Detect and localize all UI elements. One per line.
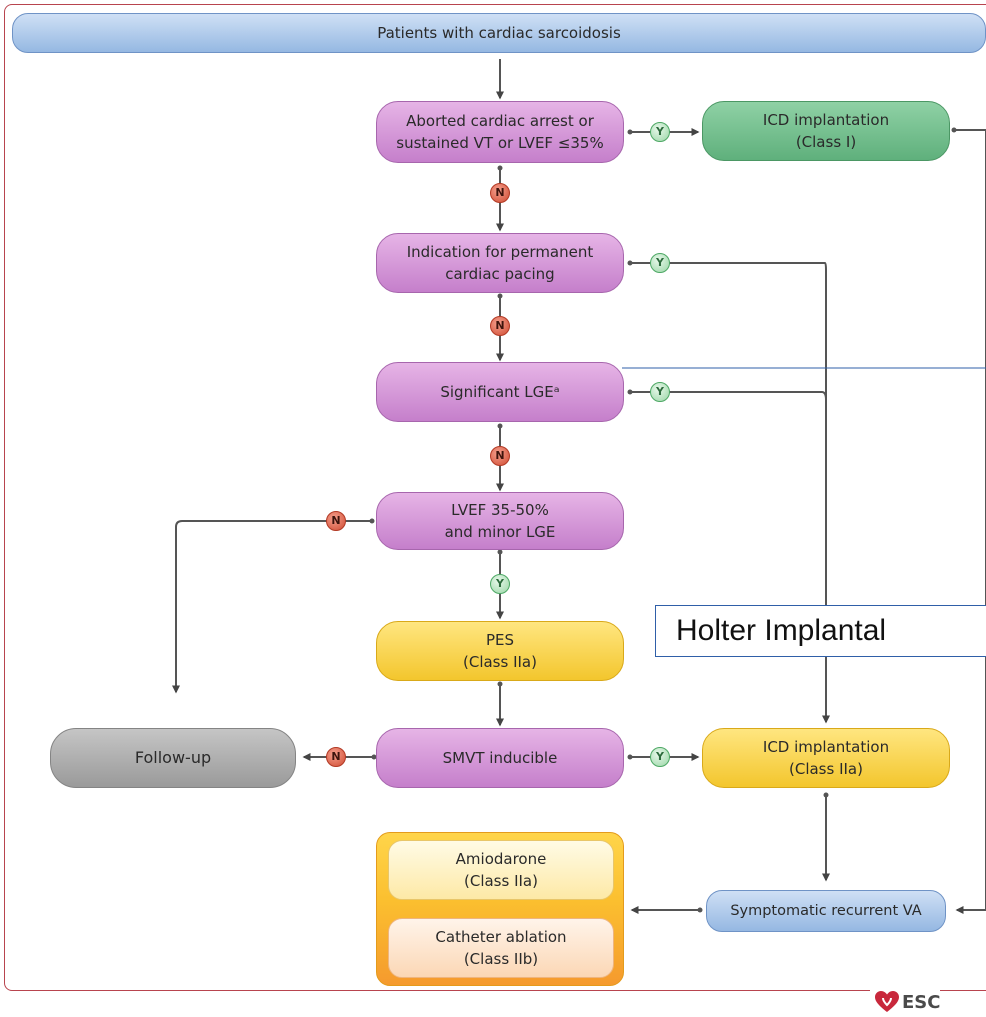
pacing-decision: Indication for permanent cardiac pacing bbox=[376, 233, 624, 293]
lvef-decision: LVEF 35-50% and minor LGE bbox=[376, 492, 624, 550]
pes-node: PES (Class IIa) bbox=[376, 621, 624, 681]
connector-dot bbox=[497, 423, 503, 429]
connector-pacing-yes bbox=[630, 262, 830, 724]
connector-dot bbox=[497, 293, 503, 299]
connector-dot bbox=[951, 127, 957, 133]
start-node-label: Patients with cardiac sarcoidosis bbox=[377, 24, 621, 42]
diagram-frame bbox=[4, 4, 986, 991]
yes-badge: Y bbox=[490, 574, 510, 594]
no-badge: N bbox=[490, 316, 510, 336]
overlay-text: Holter Implantal bbox=[676, 614, 887, 647]
lge-label: Significant LGEᵃ bbox=[440, 383, 560, 401]
connector-dot bbox=[497, 165, 503, 171]
no-badge: N bbox=[490, 446, 510, 466]
heart-icon bbox=[875, 991, 899, 1012]
yes-badge: Y bbox=[650, 253, 670, 273]
connector-dot bbox=[627, 129, 633, 135]
followup-node: Follow-up bbox=[50, 728, 296, 788]
smvt-decision: SMVT inducible bbox=[376, 728, 624, 788]
connector-dot bbox=[497, 549, 503, 555]
connector-lge-yes bbox=[630, 391, 827, 445]
aborted-arrest-decision: Aborted cardiac arrest or sustained VT o… bbox=[376, 101, 624, 163]
connector-dot bbox=[627, 389, 633, 395]
amiodarone-node: Amiodarone (Class IIa) bbox=[388, 840, 614, 900]
connector-dot bbox=[627, 754, 633, 760]
connector-dot bbox=[697, 907, 703, 913]
connector-lvef-no bbox=[172, 520, 372, 694]
pacing-label: Indication for permanent cardiac pacing bbox=[406, 243, 594, 283]
followup-label: Follow-up bbox=[134, 748, 212, 767]
connector-icd1-to-symptomatic bbox=[954, 129, 986, 914]
aborted-arrest-label: Aborted cardiac arrest or sustained VT o… bbox=[396, 112, 604, 152]
no-badge: N bbox=[490, 183, 510, 203]
yes-badge: Y bbox=[650, 382, 670, 402]
smvt-label: SMVT inducible bbox=[442, 749, 558, 767]
connector-dot bbox=[627, 260, 633, 266]
amiodarone-label: Amiodarone (Class IIa) bbox=[455, 850, 547, 890]
yes-badge: Y bbox=[650, 747, 670, 767]
connector-dot bbox=[823, 792, 829, 798]
lvef-label: LVEF 35-50% and minor LGE bbox=[444, 501, 556, 541]
connector-dot bbox=[369, 518, 375, 524]
lge-decision: Significant LGEᵃ bbox=[376, 362, 624, 422]
icd-class1-label: ICD implantation (Class I) bbox=[762, 111, 890, 151]
esc-logo: ESC bbox=[870, 989, 941, 1015]
no-badge: N bbox=[326, 511, 346, 531]
icd-class2a-label: ICD implantation (Class IIa) bbox=[762, 738, 890, 778]
no-badge: N bbox=[326, 747, 346, 767]
symptomatic-va-node: Symptomatic recurrent VA bbox=[706, 890, 946, 932]
overlay-text-box[interactable]: Holter Implantal bbox=[655, 605, 986, 657]
connector-dot bbox=[371, 754, 377, 760]
esc-logo-text: ESC bbox=[902, 991, 941, 1013]
symptomatic-va-label: Symptomatic recurrent VA bbox=[730, 903, 922, 919]
icd-class2a-node: ICD implantation (Class IIa) bbox=[702, 728, 950, 788]
connector-dot bbox=[497, 681, 503, 687]
ablation-label: Catheter ablation (Class IIb) bbox=[435, 928, 567, 968]
ablation-node: Catheter ablation (Class IIb) bbox=[388, 918, 614, 978]
pes-label: PES (Class IIa) bbox=[463, 631, 537, 671]
icd-class1-node: ICD implantation (Class I) bbox=[702, 101, 950, 161]
start-node: Patients with cardiac sarcoidosis bbox=[12, 13, 986, 53]
yes-badge: Y bbox=[650, 122, 670, 142]
